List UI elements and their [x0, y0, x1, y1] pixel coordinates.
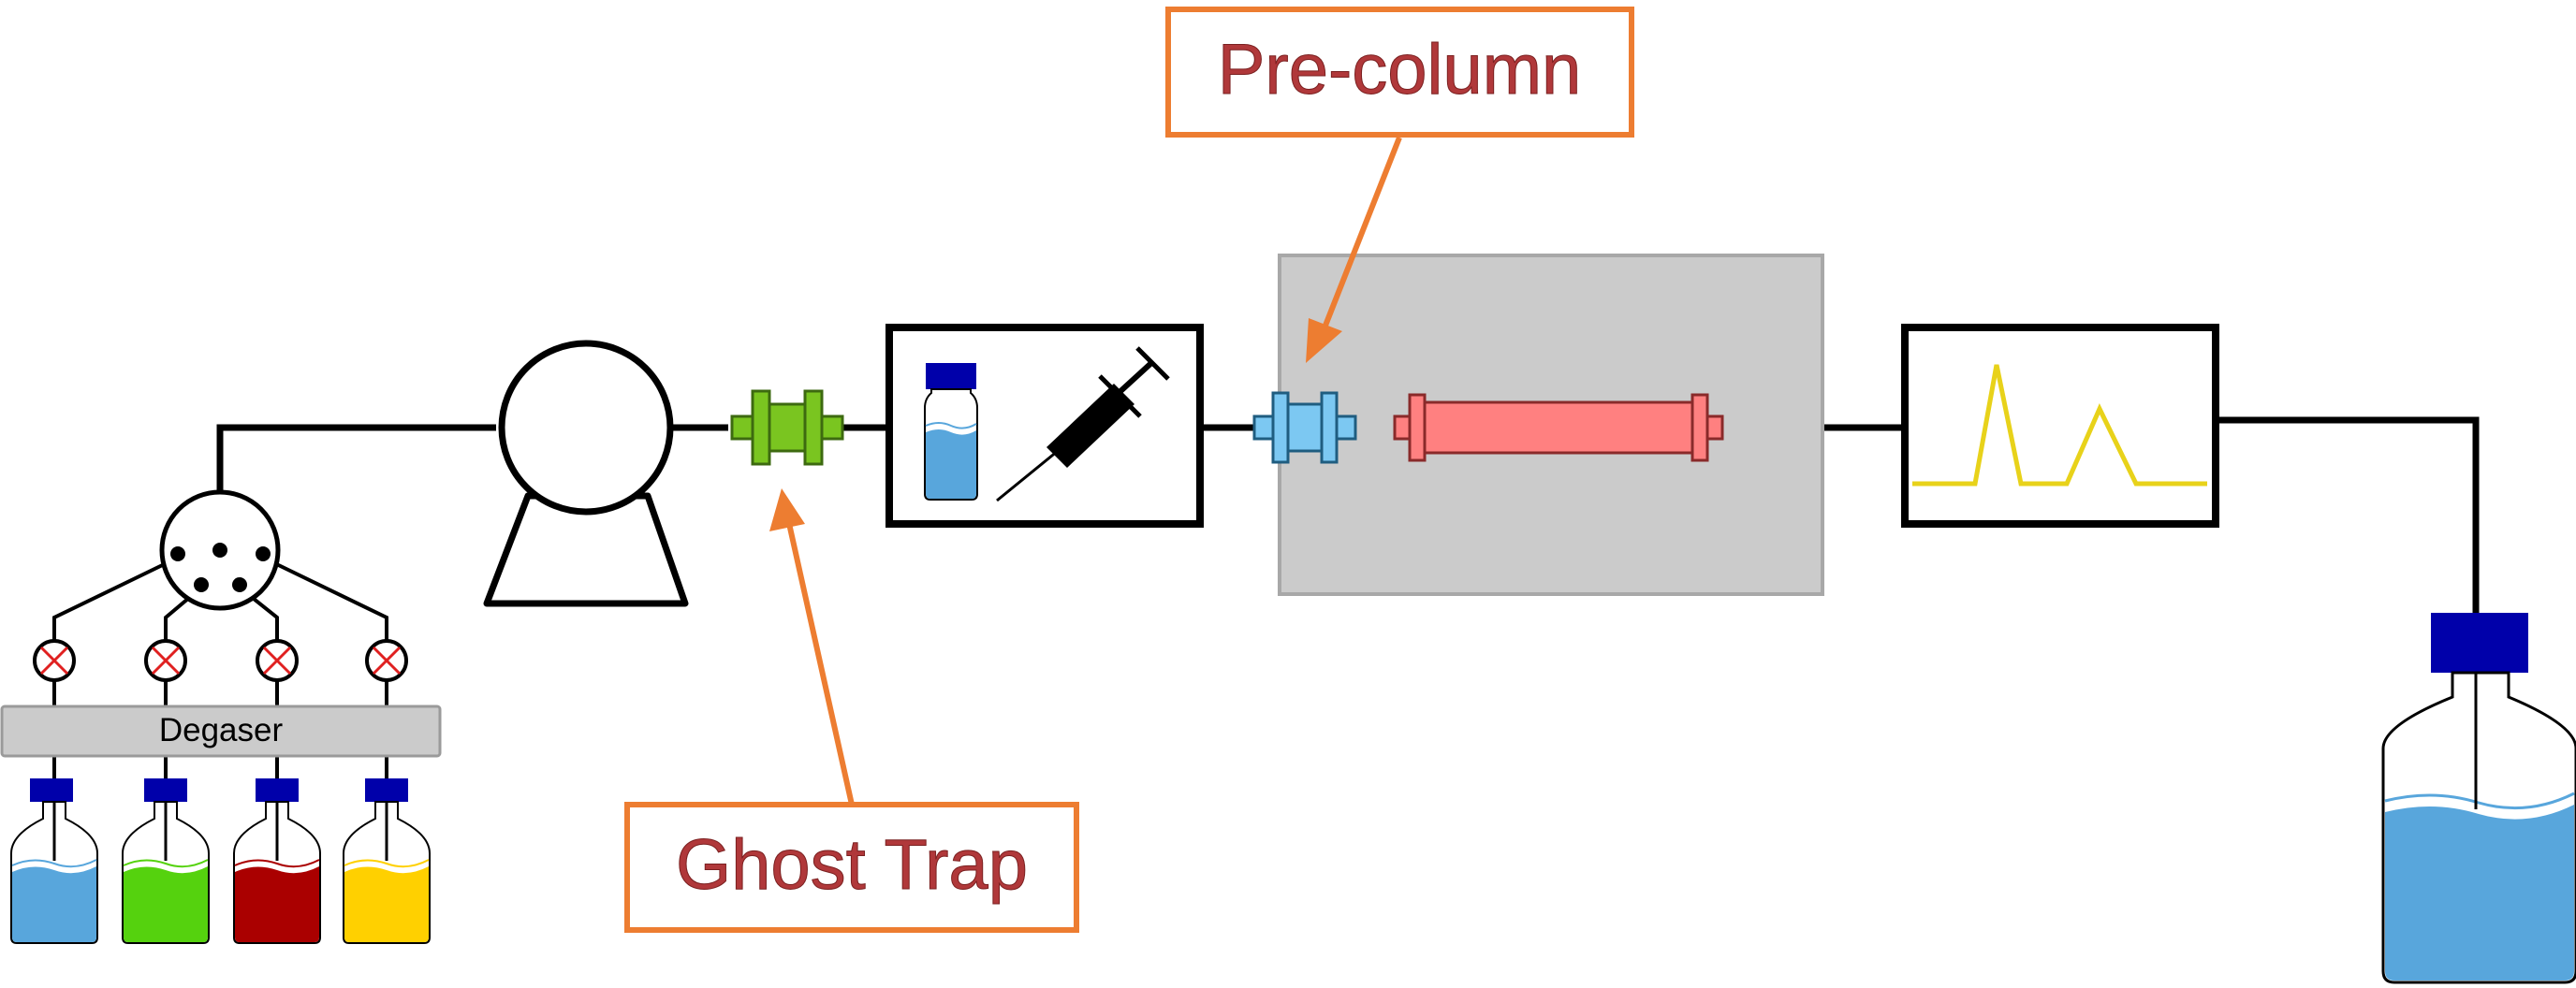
- analytical-column: [1393, 393, 1724, 462]
- waste-bottle-icon: [2381, 613, 2576, 984]
- pump-icon: [483, 340, 689, 607]
- check-valve-icon: [33, 639, 76, 682]
- check-valves: [33, 639, 408, 682]
- callout-arrows: [769, 136, 1402, 806]
- ghost-trap-label: Ghost Trap: [676, 825, 1028, 905]
- solvent-bottle-yellow: [343, 778, 431, 944]
- pre-column-fitting: [1252, 391, 1357, 464]
- degaser: Degaser: [0, 705, 442, 758]
- degaser-label: Degaser: [159, 712, 284, 748]
- solvent-lines: [52, 556, 388, 786]
- pre-column-label: Pre-column: [1218, 30, 1582, 109]
- sample-vial-icon: [924, 363, 978, 501]
- solvent-bottle-blue: [10, 778, 98, 944]
- mixing-valve-icon: [159, 489, 281, 611]
- pre-column-callout: Pre-column: [1165, 7, 1634, 138]
- check-valve-icon: [144, 639, 187, 682]
- solvent-bottles: [10, 778, 431, 944]
- detector: [1901, 324, 2219, 528]
- ghost-trap-callout: Ghost Trap: [624, 802, 1079, 933]
- ghost-trap-fitting: [730, 389, 844, 466]
- chromatogram-icon: [1912, 364, 2207, 487]
- check-valve-icon: [365, 639, 408, 682]
- autosampler: [886, 324, 1204, 528]
- solvent-bottle-red: [233, 778, 321, 944]
- solvent-bottle-green: [122, 778, 210, 944]
- check-valve-icon: [256, 639, 299, 682]
- syringe-icon: [996, 346, 1170, 502]
